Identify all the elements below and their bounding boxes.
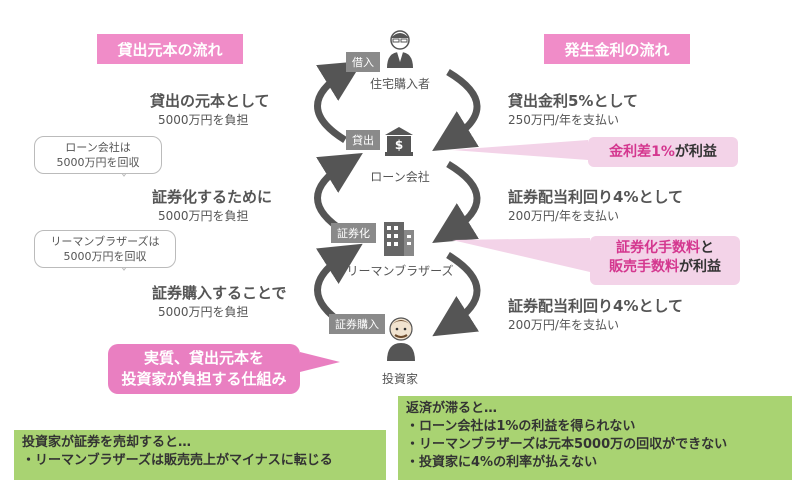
office-building-icon [384,222,414,256]
lend-tag: 貸出 [346,130,380,150]
securitize-tag: 証券化 [331,223,376,243]
left-flow-2: 証券化するために 5000万円を負担 [152,188,273,223]
investor-burden-bubble: 実質、貸出元本を 投資家が負担する仕組み [108,344,300,394]
default-risk-box: 返済が滞ると… ・ローン会社は1%の利益を得られない ・リーマンブラザーズは元本… [398,396,792,480]
home-buyer-label: 住宅購入者 [369,77,430,91]
borrow-tag: 借入 [346,52,380,72]
spread-connector [452,140,588,160]
right-flow-1: 貸出金利5%として 250万円/年を支払い [508,92,639,127]
fees-connector [452,238,590,272]
right-arrow-1 [432,68,481,152]
spread-profit-box: 金利差1%が利益 [588,137,738,167]
fees-profit-box: 証券化手数料と 販売手数料が利益 [590,236,740,285]
investor-icon [387,317,415,361]
right-flow-3: 証券配当利回り4%として 200万円/年を支払い [508,297,684,332]
left-flow-1: 貸出の元本として 5000万円を負担 [150,92,270,127]
left-arrow-1 [314,60,363,143]
investor-label: 投資家 [381,372,418,386]
right-arrow-3 [432,252,481,337]
purchase-tag: 証券購入 [329,314,385,334]
home-buyer-icon [387,30,413,68]
svg-text:$: $ [395,138,403,152]
left-arrow-2 [314,152,363,235]
bank-icon: $ [385,127,413,156]
lehman-label: リーマンブラザーズ [346,264,454,278]
sale-risk-box: 投資家が証券を売却すると… ・リーマンブラザーズは販売売上がマイナスに転じる [14,430,386,480]
right-header: 発生金利の流れ [544,34,690,64]
right-arrow-2 [432,160,481,244]
loan-company-label: ローン会社 [370,170,430,184]
right-flow-2: 証券配当利回り4%として 200万円/年を支払い [508,188,684,223]
left-header: 貸出元本の流れ [97,34,243,64]
left-flow-3: 証券購入することで 5000万円を負担 [152,284,287,319]
